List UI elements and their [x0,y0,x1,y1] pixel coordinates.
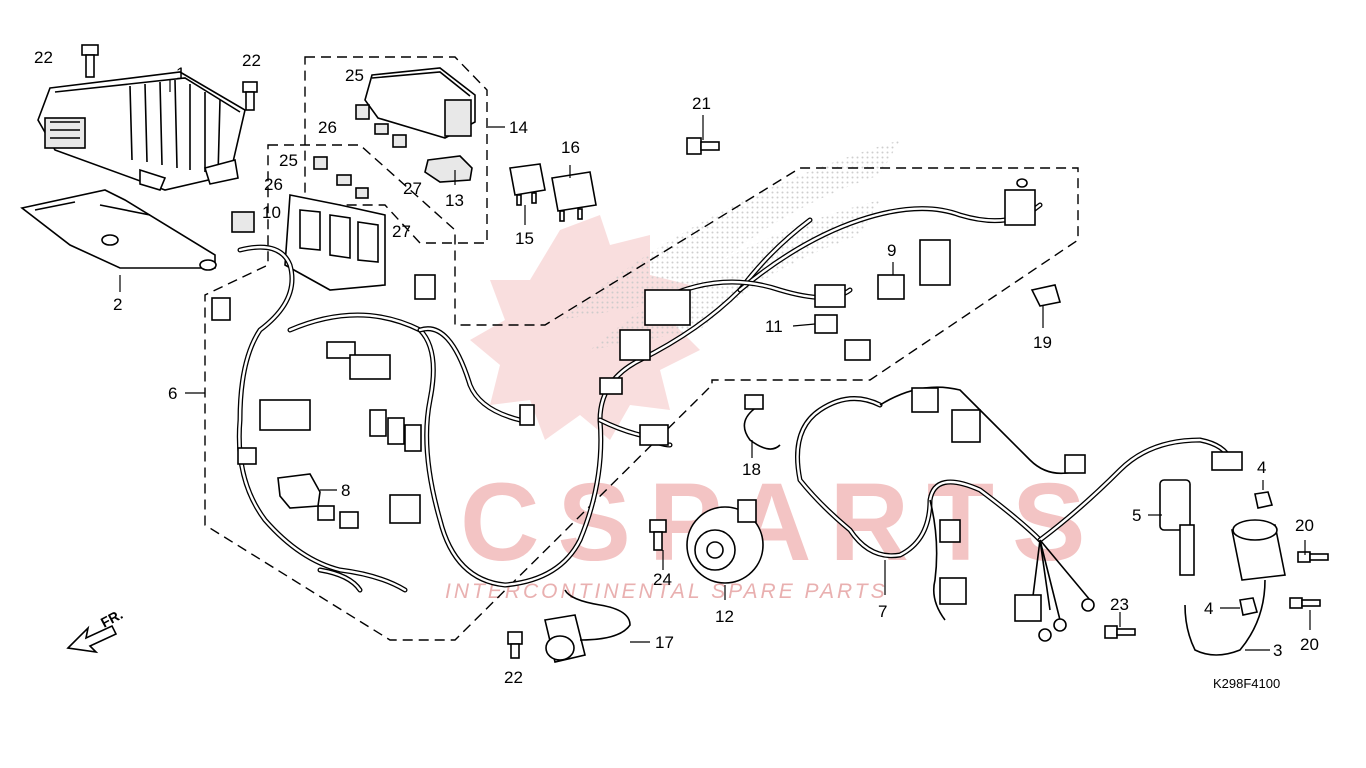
ignition-coil [1184,519,1286,656]
fuse-box [231,194,386,291]
fuse-box-cover [364,67,476,139]
frame-main-harness-group [204,144,1079,641]
fuse-25-a [355,104,370,120]
callout-13: 13 [445,191,464,210]
callout-22-ecu: 22 [242,51,261,70]
fuse-26-a [374,123,389,135]
control-unit [37,71,246,191]
bolt-22-top [81,44,99,78]
connector-9 [877,274,905,300]
fuse-27-b [355,187,369,199]
callout-16: 16 [561,138,580,157]
callout-25-a: 25 [345,66,364,85]
callout-23: 23 [1110,595,1129,614]
callout-6: 6 [168,384,177,403]
callout-20-upper: 20 [1295,516,1314,535]
main-wire-harness [211,178,1043,593]
callout-3: 3 [1273,641,1282,660]
callout-19: 19 [1033,333,1052,352]
front-direction-label: FR. [98,606,125,631]
callout-8: 8 [341,481,350,500]
spark-plug-cap [1159,479,1195,576]
connector-19 [1030,284,1062,307]
callout-27-b: 27 [392,222,411,241]
fuse-holder-13 [424,155,473,183]
fuse-27-a [392,134,407,148]
callout-11: 11 [765,317,783,336]
front-direction-arrow [66,624,118,654]
callout-26-b: 26 [264,175,283,194]
callout-22-bottom: 22 [504,668,523,687]
horn [686,499,764,584]
callout-7: 7 [878,602,887,621]
callout-4-upper: 4 [1257,458,1266,477]
callout-1: 1 [176,64,185,83]
sensor-17 [544,589,631,663]
bolt-21 [686,137,720,155]
callout-15: 15 [515,229,534,248]
bolt-20-upper [1297,551,1329,563]
bolt-20-lower [1289,597,1321,609]
watermark-tagline: INTERCONTINENTAL SPARE PARTS [445,580,888,603]
drawing-code: K298F4100 [1213,676,1280,691]
callout-25-b: 25 [279,151,298,170]
callout-20-lower: 20 [1300,635,1319,654]
bolt-23 [1104,625,1136,639]
callout-24: 24 [653,570,672,589]
connector-18 [743,394,781,450]
nut-4-lower [1239,597,1259,616]
connector-8 [277,473,321,509]
callout-26-a: 26 [318,118,337,137]
sub-wire-harness [795,386,1243,642]
callout-4-lower: 4 [1204,599,1213,618]
callout-22-top: 22 [34,48,53,67]
connector-11 [814,314,838,334]
relay-16 [551,171,597,222]
bolt-24 [649,519,667,551]
callout-labels: 1 2 3 4 4 5 6 7 8 9 10 11 12 13 14 15 16… [34,48,1319,691]
callout-14: 14 [509,118,528,137]
callout-12: 12 [715,607,734,626]
callout-5: 5 [1132,506,1141,525]
leader-lines [119,80,1311,651]
bolt-22-ecu [242,81,258,111]
callout-10: 10 [262,203,281,222]
callout-18: 18 [742,460,761,479]
fuse-26-b [336,174,352,186]
callout-9: 9 [887,241,896,260]
callout-27-a: 27 [403,179,422,198]
nut-4-upper [1254,491,1274,509]
fuse-25-b [313,156,328,170]
bracket-plate [20,189,217,271]
callout-17: 17 [655,633,674,652]
callout-2: 2 [113,295,122,314]
relay-15 [509,163,546,206]
callout-21: 21 [692,94,711,113]
bolt-22-bottom [507,631,523,659]
